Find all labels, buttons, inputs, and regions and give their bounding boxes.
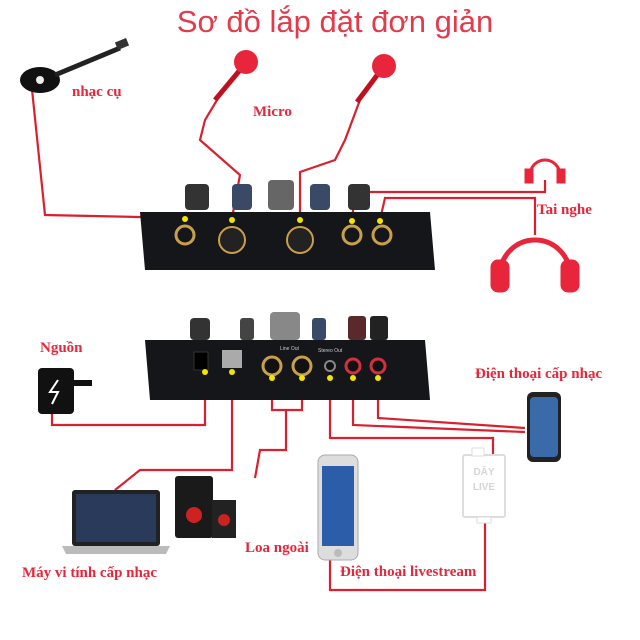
cable-mic2	[298, 99, 362, 218]
phone-livestream-icon	[317, 454, 359, 561]
sound-card-back: Line Out Stereo Out	[145, 312, 430, 400]
label-micro: Micro	[253, 104, 292, 120]
line-out-label: Line Out	[280, 346, 300, 352]
phone-music-icon	[527, 392, 561, 462]
label-speaker: Loa ngoài	[245, 540, 309, 556]
cable-usb	[114, 380, 234, 491]
guitar-icon	[20, 38, 130, 93]
cable-stereo-out	[328, 380, 495, 455]
sound-card-front	[140, 180, 435, 270]
speaker-icon	[175, 476, 236, 538]
headphones-large-icon	[490, 237, 580, 293]
cable-instrument	[28, 69, 186, 220]
label-power: Nguồn	[40, 340, 83, 356]
label-phone-live: Điện thoại livestream	[340, 564, 477, 580]
label-phone-music: Điện thoại cấp nhạc	[475, 366, 603, 382]
live-cable-icon: DÂY LIVE	[462, 447, 506, 524]
page-title: Sơ đồ lắp đặt đơn giản	[176, 4, 494, 39]
headphones-small-icon	[524, 158, 566, 184]
cable-headphone-large	[378, 196, 537, 235]
cable-live-phone	[328, 520, 487, 592]
stereo-out-label: Stereo Out	[318, 348, 343, 354]
microphone-icon	[213, 50, 258, 102]
label-instrument: nhạc cụ	[72, 84, 122, 100]
laptop-icon	[62, 490, 170, 554]
cable-power	[50, 380, 207, 427]
cable-speaker	[253, 410, 288, 479]
live-cable-text-2: LIVE	[473, 482, 496, 493]
microphone-icon	[355, 54, 396, 104]
power-adapter-icon	[38, 368, 92, 414]
label-computer: Máy vi tính cấp nhạc	[22, 565, 158, 581]
live-cable-text-1: DÂY	[473, 465, 494, 478]
label-headphones: Tai nghe	[537, 202, 592, 218]
